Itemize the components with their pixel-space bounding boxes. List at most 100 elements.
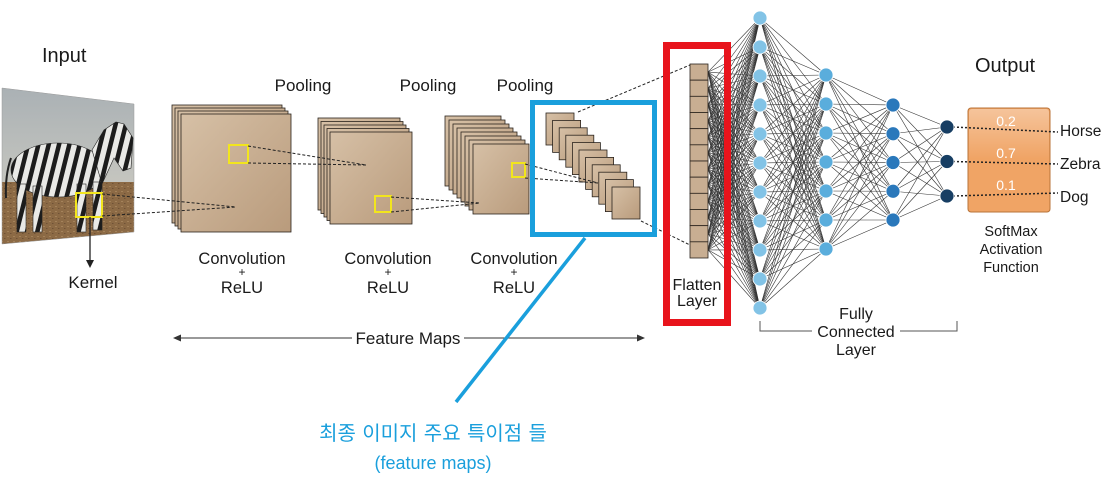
output-lines	[952, 126, 1059, 197]
conv-plus: +	[238, 265, 245, 279]
connection-line	[707, 233, 761, 280]
flatten-layer-column	[689, 63, 709, 259]
connection-line	[707, 75, 761, 202]
connection-line	[825, 104, 894, 221]
connection-line	[825, 103, 894, 106]
neuron-node	[939, 154, 955, 169]
connection-line	[707, 184, 761, 193]
connection-line	[825, 104, 894, 134]
connection-line	[707, 217, 761, 222]
connection-line	[707, 120, 761, 222]
zebra-leg	[76, 183, 87, 233]
connection-line	[707, 191, 761, 202]
dashed-projection-line	[101, 193, 237, 208]
annotation-text: 최종 이미지 주요 특이점 들	[319, 421, 547, 445]
conv-label: Convolution	[344, 250, 431, 268]
connection-line	[707, 168, 761, 222]
conv-block-label-3: Convolution + ReLU	[470, 250, 557, 297]
conv-label: Convolution	[198, 250, 285, 268]
connection-line	[707, 233, 761, 251]
conv-block-label-2: Convolution + ReLU	[344, 250, 431, 297]
connection-line	[707, 201, 761, 280]
connection-line	[707, 152, 761, 222]
relu-label: ReLU	[367, 279, 409, 297]
connection-line	[707, 120, 761, 309]
connection-line	[892, 104, 948, 197]
conv1-feature-map-layer	[180, 113, 292, 233]
connection-line	[707, 46, 761, 137]
connection-line	[707, 133, 761, 138]
connection-line	[892, 190, 948, 197]
zebra	[10, 121, 134, 233]
connection-line	[707, 136, 761, 222]
connection-line	[707, 46, 761, 202]
connection-line	[707, 136, 761, 193]
softmax-box-shine	[969, 109, 1049, 159]
annotation-pointer-line	[454, 236, 587, 404]
connection-line	[707, 136, 761, 309]
connection-line	[707, 46, 761, 186]
connection-line	[707, 120, 761, 135]
image-border	[1, 87, 135, 245]
connection-line	[707, 233, 761, 309]
class-label-horse: Horse	[1060, 123, 1101, 140]
connection-line	[707, 17, 761, 137]
connection-line	[707, 168, 761, 193]
connection-line	[892, 126, 948, 135]
connection-line	[707, 152, 761, 193]
connection-line	[825, 219, 894, 250]
connection-line	[707, 217, 761, 309]
neuron-node	[752, 10, 768, 26]
connection-line	[707, 152, 761, 164]
connection-line	[707, 120, 761, 251]
connection-line	[892, 161, 948, 163]
connection-line	[759, 74, 827, 251]
flatten-label-line1: Flatten	[673, 277, 722, 294]
connection-line	[759, 161, 827, 309]
connection-line	[707, 152, 761, 280]
connection-line	[707, 104, 761, 251]
connection-line	[707, 17, 761, 170]
relu-label: ReLU	[221, 279, 263, 297]
connection-line	[707, 217, 761, 251]
conv-label: Convolution	[470, 250, 557, 268]
conv3-kernel-square	[511, 162, 526, 178]
connection-line	[759, 74, 827, 280]
feature-maps-arrow-left-head	[173, 334, 181, 342]
pooled-feature-map-stack	[545, 112, 641, 220]
neuron-nodes	[752, 10, 955, 316]
conv3-feature-map-layer	[472, 143, 530, 215]
flatten-layer-highlight	[663, 42, 731, 326]
flatten-cell	[689, 95, 709, 113]
connection-line	[707, 185, 761, 309]
flatten-cell	[689, 225, 709, 243]
connection-line	[707, 201, 761, 251]
flatten-cell	[689, 63, 709, 81]
dashed-projection-line	[524, 177, 599, 184]
neuron-node	[885, 97, 901, 113]
connection-line	[707, 46, 761, 218]
connection-line	[892, 126, 948, 221]
fully-connected-label-line3: Layer	[836, 342, 877, 359]
connection-line	[707, 17, 761, 186]
final-feature-maps-highlight	[530, 100, 657, 237]
connection-line	[707, 17, 761, 121]
connection-line	[825, 191, 894, 250]
class-label-dog: Dog	[1060, 189, 1088, 206]
connection-line	[707, 120, 761, 280]
flatten-cell	[689, 160, 709, 178]
connection-line	[707, 220, 761, 235]
probability-zebra: 0.7	[996, 145, 1016, 161]
connection-line	[707, 201, 761, 222]
connection-line	[707, 152, 761, 309]
class-label-zebra: Zebra	[1060, 156, 1101, 173]
connection-line	[892, 195, 948, 221]
zebra-head	[91, 121, 134, 185]
connection-line	[825, 104, 894, 163]
connection-line	[825, 74, 894, 106]
neuron-node	[818, 96, 834, 112]
connection-line	[825, 162, 894, 250]
connection-line	[707, 75, 761, 170]
kernel-arrow	[86, 217, 94, 268]
